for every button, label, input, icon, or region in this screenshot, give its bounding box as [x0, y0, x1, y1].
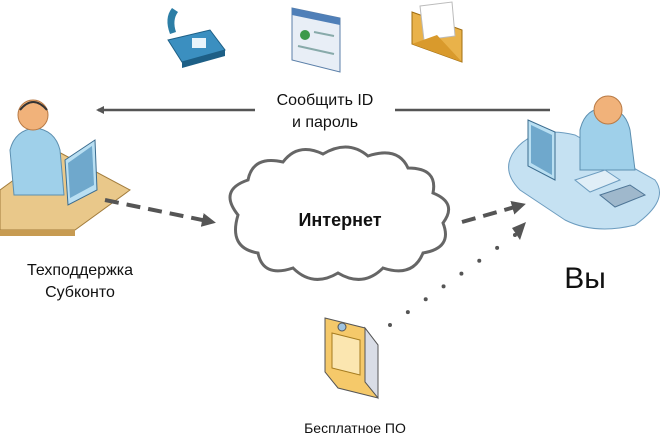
support-label: Техподдержка Субконто [0, 260, 160, 304]
support-line2: Субконто [45, 284, 115, 301]
dotted-arrow-head [512, 222, 526, 240]
internet-cloud [228, 145, 451, 281]
support-line1: Техподдержка [26, 262, 134, 279]
you-label: Вы [564, 262, 606, 295]
user-workstation-icon [508, 95, 660, 230]
internet-label: Интернет [298, 210, 382, 230]
message-label: Сообщить ID и пароль [255, 90, 395, 134]
internet-to-user-arrow [461, 200, 526, 224]
software-device-icon [324, 317, 379, 400]
support-to-internet-arrow [104, 198, 216, 227]
envelope-icon [411, 1, 463, 63]
software-label: Бесплатное ПО [304, 420, 406, 436]
message-line2: и пароль [291, 114, 359, 131]
support-agent-icon [0, 99, 131, 236]
phone-icon [167, 8, 226, 68]
browser-window-icon [291, 7, 341, 73]
message-line1: Сообщить ID [276, 92, 374, 109]
